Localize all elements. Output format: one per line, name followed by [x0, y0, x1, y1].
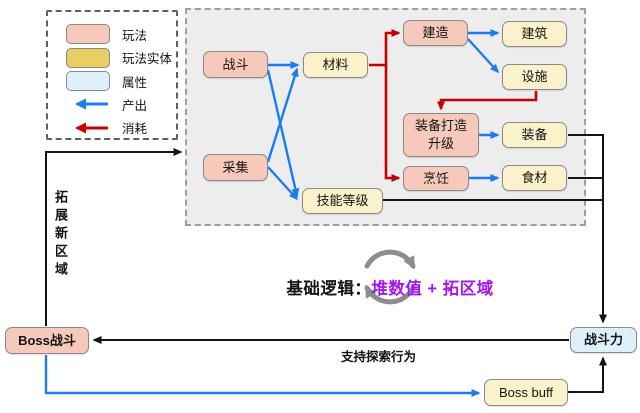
legend-item-attribute: 属性: [66, 71, 176, 92]
node-building: 建筑: [502, 21, 567, 47]
entity-swatch: [66, 47, 110, 68]
node-gather: 采集: [203, 154, 268, 181]
legend-item-gameplay: 玩法: [66, 24, 176, 45]
node-facility: 设施: [502, 64, 567, 90]
legend-label: 玩法: [122, 28, 148, 43]
node-ingredient: 食材: [502, 165, 567, 191]
legend: 玩法 玩法实体 属性 产出 消耗: [46, 10, 178, 140]
node-craft: 装备打造 升级: [403, 113, 479, 157]
node-equipment: 装备: [502, 122, 567, 148]
node-boss-battle: Boss战斗: [5, 327, 89, 354]
support-explore-label: 支持探索行为: [341, 350, 417, 364]
attribute-swatch: [66, 71, 110, 92]
node-material: 材料: [303, 52, 368, 78]
node-cooking: 烹饪: [403, 166, 469, 191]
legend-label: 消耗: [122, 122, 148, 137]
legend-label: 属性: [122, 75, 148, 90]
legend-label: 玩法实体: [122, 52, 173, 67]
node-boss-buff: Boss buff: [484, 379, 568, 406]
legend-item-consume: 消耗: [66, 118, 176, 138]
legend-item-produce: 产出: [66, 94, 176, 114]
node-battle: 战斗: [203, 51, 268, 78]
produce-arrow-icon: [75, 98, 108, 110]
core-logic-caption: 基础逻辑：堆数值 + 拓区域: [260, 275, 520, 299]
core-logic-highlight: 堆数值 + 拓区域: [371, 280, 494, 298]
arrow-bossbuff-to-combatpower: [568, 356, 607, 393]
legend-label: 产出: [122, 98, 148, 113]
node-combat-power: 战斗力: [570, 327, 637, 353]
gameplay-swatch: [66, 24, 110, 45]
node-build: 建造: [403, 20, 468, 46]
legend-item-entity: 玩法实体: [66, 47, 176, 68]
consume-arrow-icon: [75, 122, 108, 134]
node-skill-level: 技能等级: [302, 188, 383, 214]
core-logic-prefix: 基础逻辑：: [286, 280, 372, 298]
expand-region-label: 拓展新区域: [53, 190, 68, 280]
